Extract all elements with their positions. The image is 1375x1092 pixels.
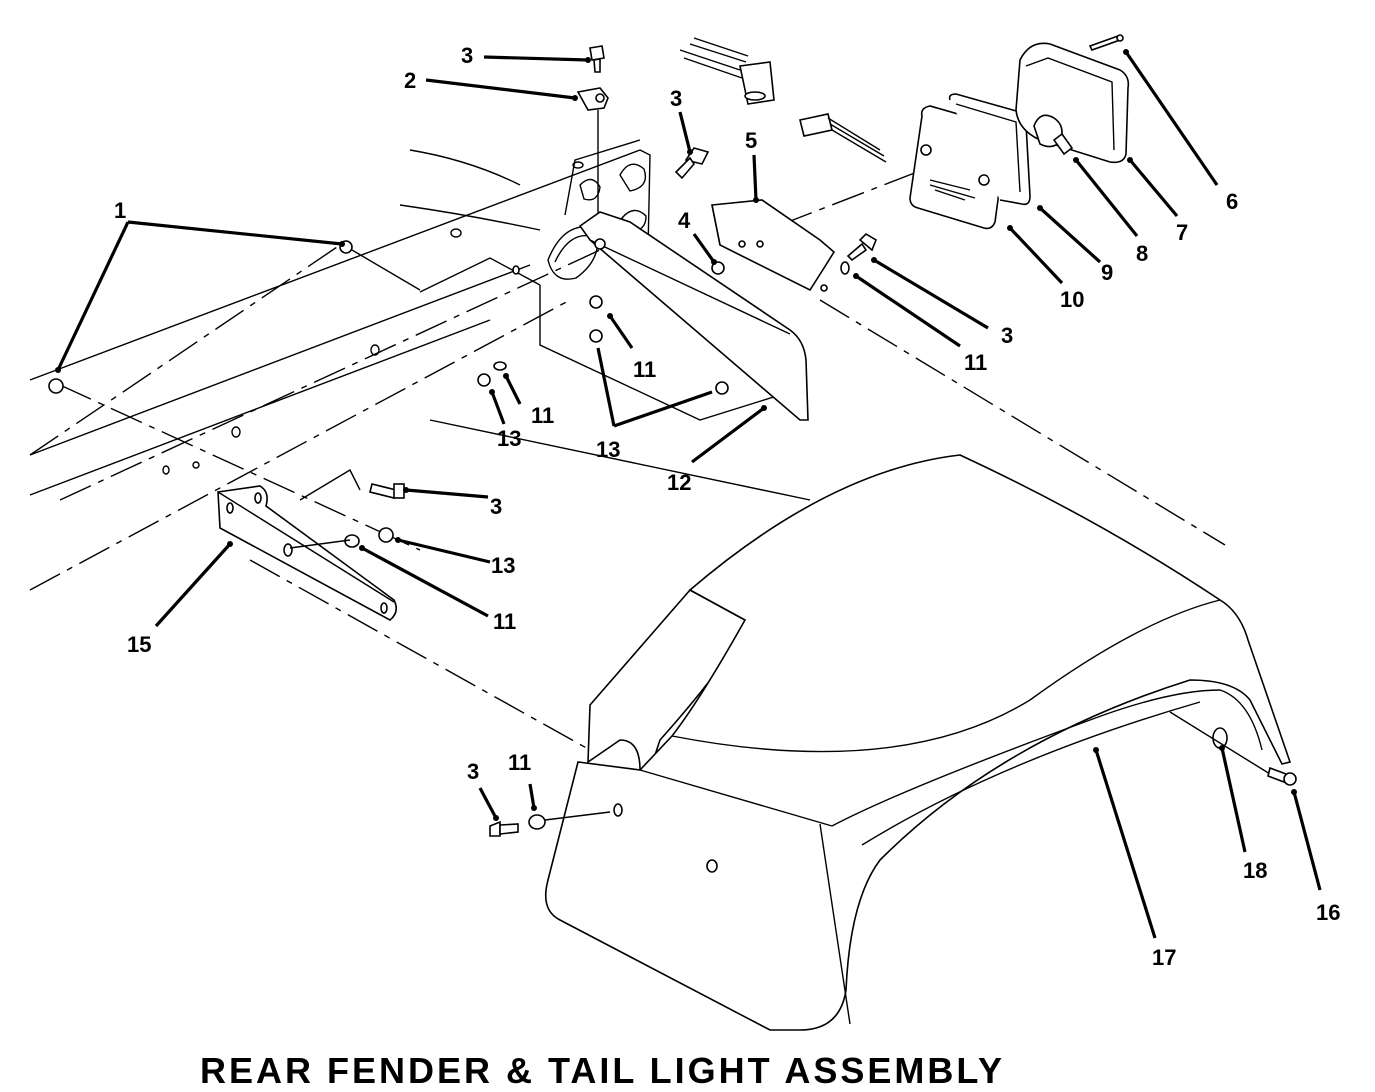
callout-3: 3 bbox=[1001, 323, 1013, 348]
part-17-fender bbox=[544, 454, 1297, 1031]
callout-13: 13 bbox=[491, 553, 515, 578]
callout-11: 11 bbox=[633, 357, 656, 382]
callout-11: 11 bbox=[508, 750, 531, 775]
callout-labels: 1 2 3 3 3 3 3 4 5 6 7 8 9 10 11 11 11 11… bbox=[114, 43, 1340, 970]
exploded-parts-diagram: 1 2 3 3 3 3 3 4 5 6 7 8 9 10 11 11 11 11… bbox=[29, 34, 1340, 1031]
callout-7: 7 bbox=[1176, 220, 1188, 245]
diagram-title: REAR FENDER & TAIL LIGHT ASSEMBLY bbox=[200, 1050, 1006, 1091]
callout-6: 6 bbox=[1226, 189, 1238, 214]
part-12-mounting-plate bbox=[578, 211, 809, 421]
leader-dots bbox=[55, 49, 1297, 821]
callout-3: 3 bbox=[670, 86, 682, 111]
callout-3: 3 bbox=[490, 494, 502, 519]
callout-11: 11 bbox=[531, 403, 554, 428]
part-2-clip bbox=[576, 87, 609, 230]
callout-4: 4 bbox=[678, 208, 691, 233]
callout-10: 10 bbox=[1060, 287, 1084, 312]
callout-3: 3 bbox=[461, 43, 473, 68]
callout-17: 17 bbox=[1152, 945, 1176, 970]
callout-11: 11 bbox=[964, 350, 987, 375]
part-15-strap bbox=[217, 469, 398, 621]
assembly-guide-lines bbox=[29, 139, 1226, 751]
callout-13: 13 bbox=[497, 426, 521, 451]
callout-18: 18 bbox=[1243, 858, 1267, 883]
callout-11: 11 bbox=[493, 609, 516, 634]
callout-8: 8 bbox=[1136, 241, 1148, 266]
callout-9: 9 bbox=[1101, 260, 1113, 285]
callout-5: 5 bbox=[745, 128, 757, 153]
callout-16: 16 bbox=[1316, 900, 1340, 925]
callout-12: 12 bbox=[667, 470, 691, 495]
part-5-bracket bbox=[711, 199, 850, 292]
callout-13: 13 bbox=[596, 437, 620, 462]
callout-1: 1 bbox=[114, 198, 126, 223]
callout-15: 15 bbox=[127, 632, 151, 657]
tail-light-components bbox=[679, 34, 1130, 230]
leader-lines bbox=[56, 51, 1322, 939]
callout-2: 2 bbox=[404, 68, 416, 93]
callout-3: 3 bbox=[467, 759, 479, 784]
